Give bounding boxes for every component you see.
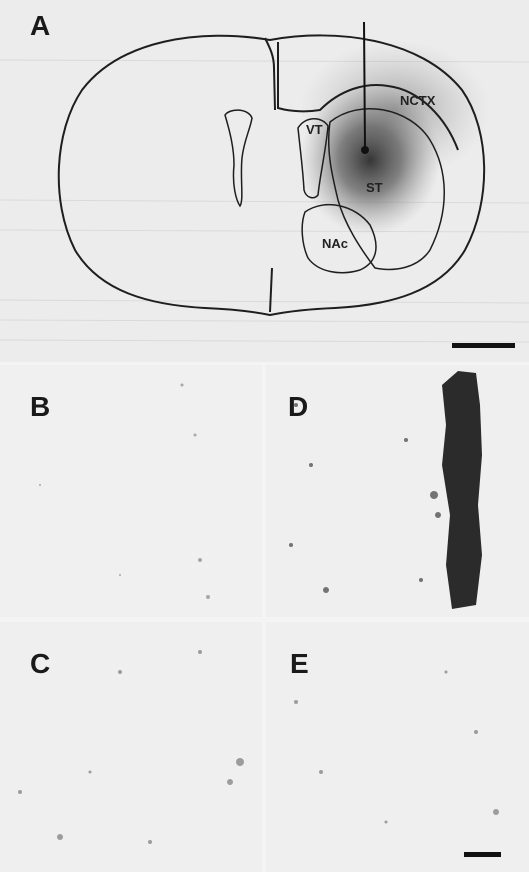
scale-bar-e [464,852,501,857]
panel-a: A NCTX VT ST NAc [0,0,529,362]
needle-track [364,22,365,148]
panel-d: D [266,365,529,617]
injection-site [361,146,369,154]
region-label-nac: NAc [322,236,348,251]
region-label-nctx: NCTX [400,93,435,108]
midline [265,38,275,312]
panel-b: B [0,365,262,617]
panel-label-b: B [30,393,50,421]
coronal-brain-section [0,0,529,362]
panel-c: C [0,622,262,872]
region-label-st: ST [366,180,383,195]
region-label-vt: VT [306,122,323,137]
panel-label-d: D [288,393,308,421]
panel-e: E [266,622,529,872]
panel-label-e: E [290,650,309,678]
scale-bar-a [452,343,515,348]
panel-label-c: C [30,650,50,678]
stained-track-d [442,371,482,609]
panel-label-a: A [30,12,50,40]
left-ventricle [225,110,252,206]
